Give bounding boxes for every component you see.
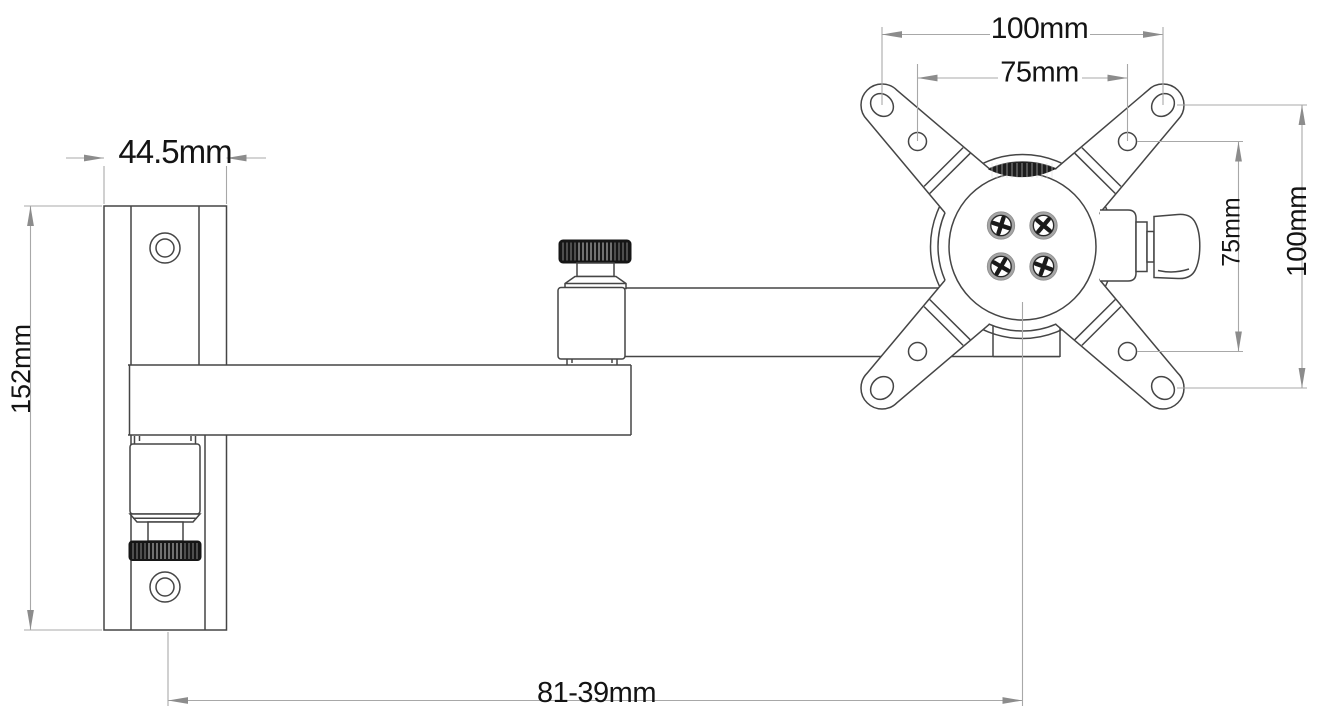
svg-text:81-39mm: 81-39mm bbox=[537, 677, 656, 709]
svg-text:100mm: 100mm bbox=[1281, 186, 1312, 277]
svg-text:44.5mm: 44.5mm bbox=[118, 133, 231, 170]
svg-text:75mm: 75mm bbox=[1218, 197, 1246, 266]
svg-text:100mm: 100mm bbox=[991, 12, 1089, 45]
svg-text:75mm: 75mm bbox=[1000, 57, 1079, 89]
svg-text:152mm: 152mm bbox=[6, 324, 36, 414]
